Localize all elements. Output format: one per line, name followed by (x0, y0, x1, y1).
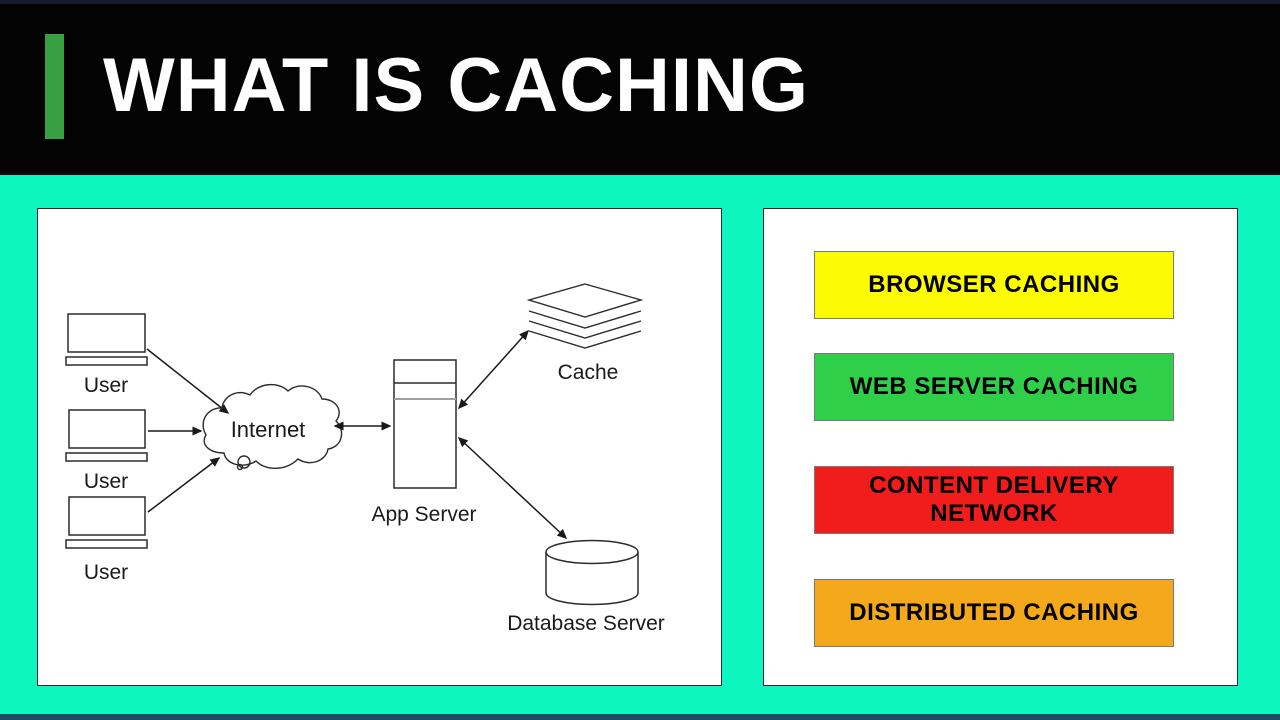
internet-label: Internet (231, 417, 306, 442)
caching-type-cdn: CONTENT DELIVERY NETWORK (814, 466, 1174, 534)
arrow-user1-internet (146, 348, 230, 414)
user-1-computer-icon: User (65, 313, 148, 397)
database-cylinder-icon: Database Server (507, 539, 665, 635)
arrow-appserver-cache (457, 329, 530, 410)
arrow-appserver-database (457, 436, 568, 540)
caching-type-web-server: WEB SERVER CACHING (814, 353, 1174, 421)
caching-type-web-server-label: WEB SERVER CACHING (849, 373, 1139, 401)
app-server-label: App Server (371, 503, 476, 526)
user-1-label: User (84, 374, 128, 397)
cache-stack-icon: Cache (526, 283, 644, 384)
user-2-computer-icon: User (65, 409, 148, 493)
caching-types-panel: BROWSER CACHING WEB SERVER CACHING CONTE… (763, 208, 1238, 686)
bottom-border-line (0, 714, 1280, 720)
arrow-user3-internet (147, 457, 221, 513)
caching-type-browser-label: BROWSER CACHING (868, 271, 1120, 299)
internet-cloud-icon: Internet (202, 384, 343, 471)
user-3-computer-icon: User (65, 496, 148, 584)
caching-type-browser: BROWSER CACHING (814, 251, 1174, 319)
title-accent-bar (45, 34, 64, 139)
user-2-label: User (84, 470, 128, 493)
header-banner: WHAT IS CACHING (0, 4, 1280, 175)
app-server-icon: App Server (371, 359, 477, 526)
cache-label: Cache (558, 361, 619, 384)
caching-type-distributed: DISTRIBUTED CACHING (814, 579, 1174, 647)
top-border-line (0, 0, 1280, 4)
caching-type-cdn-label: CONTENT DELIVERY NETWORK (869, 472, 1119, 527)
database-server-label: Database Server (507, 612, 665, 635)
user-3-label: User (84, 561, 128, 584)
page-title: WHAT IS CACHING (103, 43, 809, 128)
caching-type-distributed-label: DISTRIBUTED CACHING (849, 599, 1139, 627)
caching-architecture-diagram: User User User Int (65, 283, 665, 635)
architecture-diagram-panel: User User User Int (37, 208, 722, 686)
